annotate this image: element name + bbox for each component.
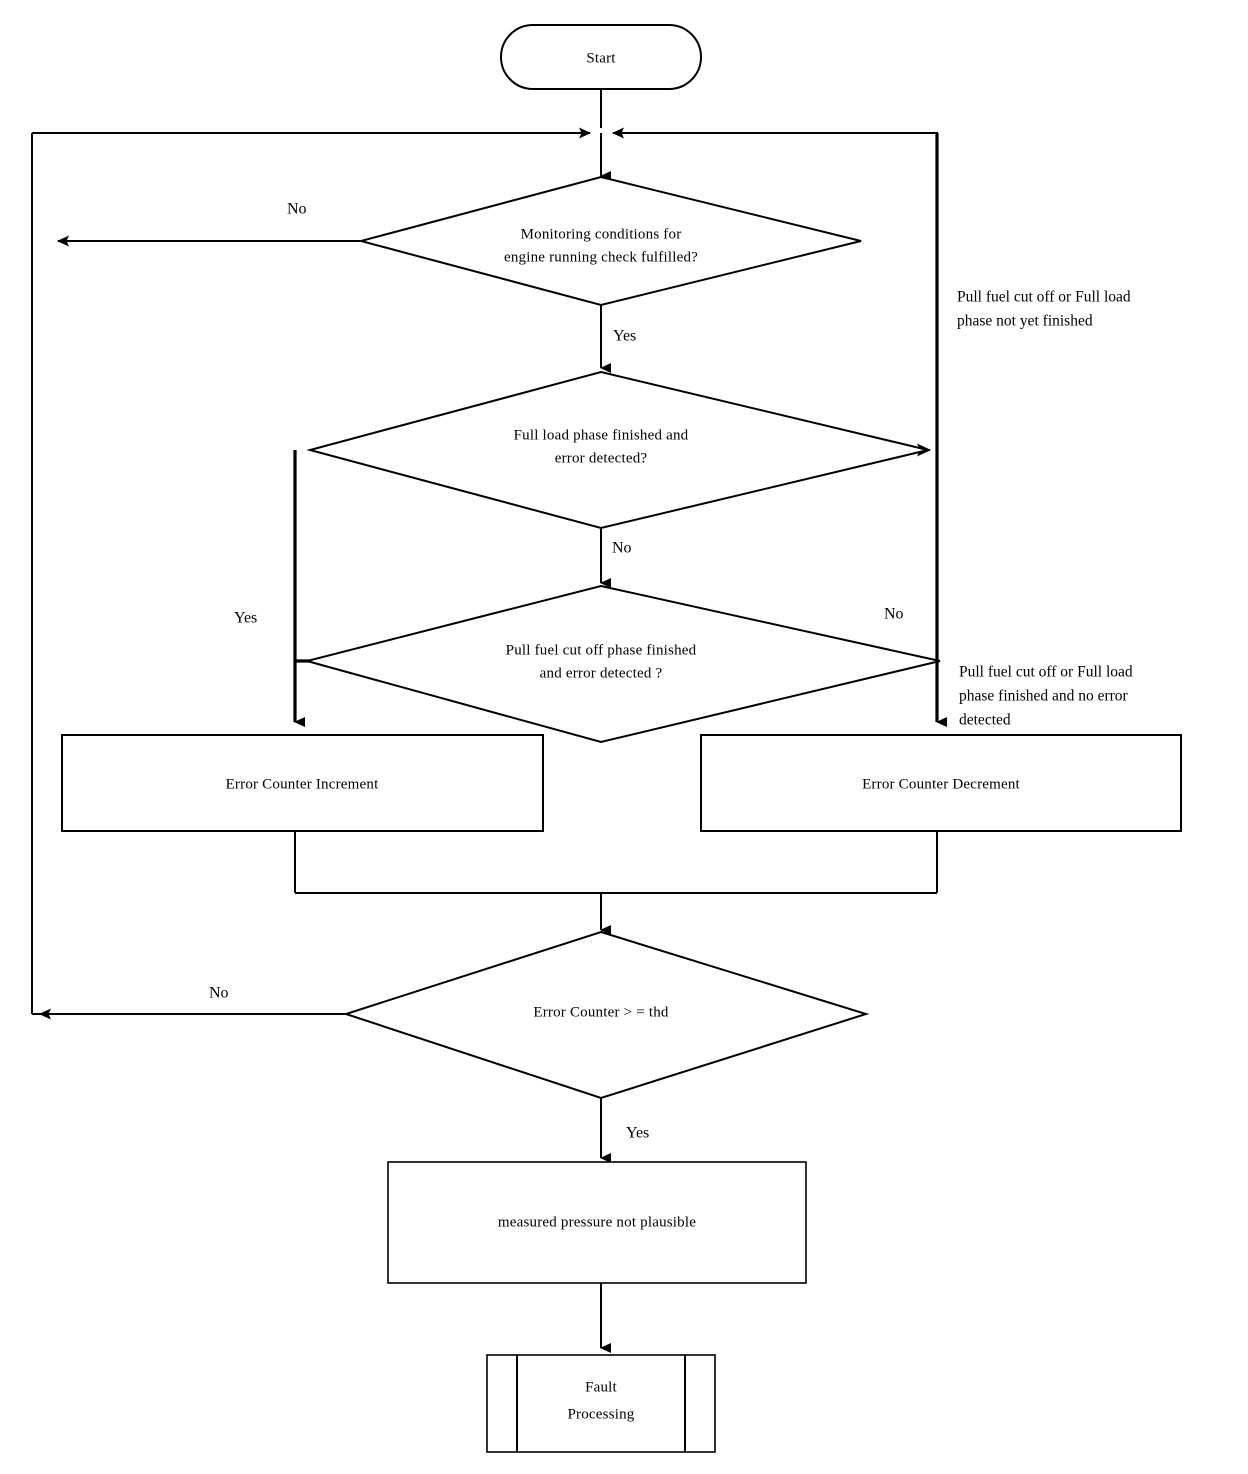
- annotation-right-top: Pull fuel cut off or Full load phase not…: [957, 289, 1131, 330]
- node-decision-full-load[interactable]: Full load phase finished and error detec…: [306, 370, 929, 530]
- annotation-right-bottom: Pull fuel cut off or Full load phase fin…: [959, 664, 1133, 729]
- edge-label-threshold-yes: Yes: [626, 1125, 649, 1142]
- node-decision-pull-fuel-line2: and error detected ?: [540, 665, 663, 681]
- edge-label-threshold-no: No: [209, 985, 229, 1002]
- edge-label-monitoring-no: No: [287, 201, 307, 218]
- node-decision-monitoring-line2: engine running check fulfilled?: [504, 249, 698, 265]
- node-process-increment[interactable]: Error Counter Increment: [61, 734, 544, 832]
- node-decision-threshold[interactable]: Error Counter > = thd: [342, 930, 870, 1100]
- node-decision-monitoring-line1: Monitoring conditions for: [521, 226, 682, 242]
- annotation-right-top-line1: Pull fuel cut off or Full load: [957, 289, 1131, 306]
- node-decision-threshold-label: Error Counter > = thd: [533, 1004, 669, 1020]
- edge-top-feedback-bus: [32, 127, 938, 181]
- node-process-not-plausible[interactable]: measured pressure not plausible: [387, 1161, 807, 1284]
- annotation-right-top-line2: phase not yet finished: [957, 313, 1093, 330]
- node-process-not-plausible-label: measured pressure not plausible: [498, 1214, 696, 1230]
- edge-label-fullload-no: No: [612, 540, 632, 557]
- node-decision-monitoring[interactable]: Monitoring conditions for engine running…: [357, 175, 862, 307]
- node-decision-pull-fuel-line1: Pull fuel cut off phase finished: [506, 642, 697, 658]
- node-predefined-fault-line1: Fault: [585, 1379, 617, 1395]
- node-predefined-fault-processing[interactable]: Fault Processing: [486, 1354, 716, 1453]
- node-process-increment-label: Error Counter Increment: [226, 776, 380, 792]
- edge-label-pullfuel-yes: Yes: [234, 610, 257, 627]
- node-process-decrement-label: Error Counter Decrement: [862, 776, 1020, 792]
- annotation-right-bottom-line1: Pull fuel cut off or Full load: [959, 664, 1133, 681]
- edge-pullfuel-yes: [293, 450, 318, 727]
- node-decision-pull-fuel[interactable]: Pull fuel cut off phase finished and err…: [303, 584, 941, 744]
- node-process-decrement[interactable]: Error Counter Decrement: [700, 734, 1182, 832]
- edge-left-return-rail: [31, 133, 345, 1015]
- node-decision-full-load-line2: error detected?: [555, 450, 648, 466]
- annotation-right-bottom-line2: phase finished and no error: [959, 688, 1129, 705]
- edge-label-monitoring-yes: Yes: [613, 328, 636, 345]
- node-start-label: Start: [586, 50, 616, 66]
- edge-increment-to-merge: [294, 831, 937, 894]
- node-predefined-fault-line2: Processing: [568, 1406, 635, 1422]
- annotation-right-bottom-line3: detected: [959, 712, 1011, 729]
- edge-label-pullfuel-no: No: [884, 606, 904, 623]
- node-decision-full-load-line1: Full load phase finished and: [514, 427, 689, 443]
- node-start[interactable]: Start: [500, 24, 702, 90]
